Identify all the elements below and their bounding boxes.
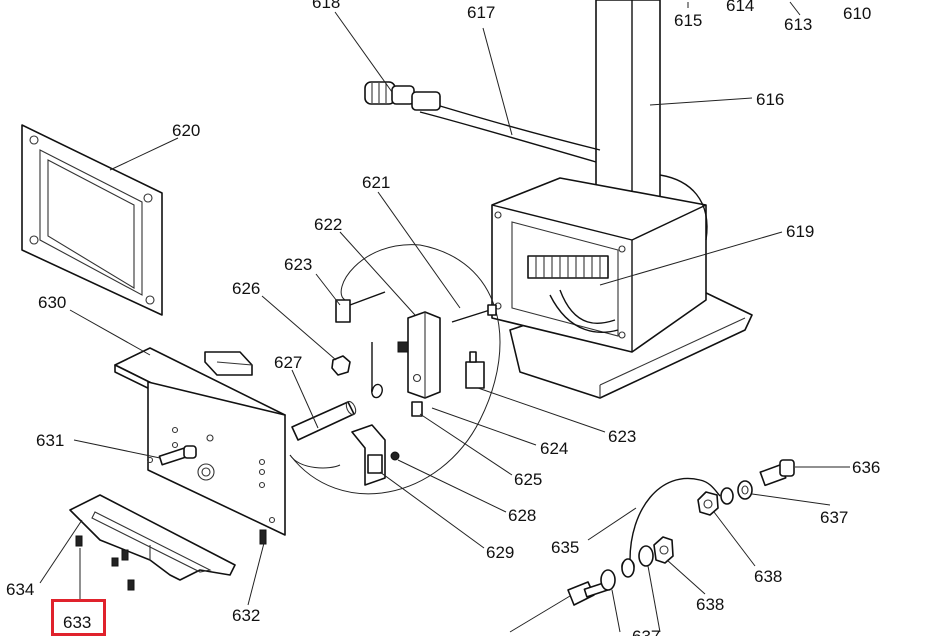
label-621: 621: [362, 173, 390, 192]
leader-lines: [39, 1, 850, 633]
base-enclosure-619: [491, 177, 753, 399]
label-625: 625: [514, 470, 542, 489]
label-629: 629: [486, 543, 514, 562]
connector-618: [364, 81, 441, 111]
handle-634: [69, 494, 236, 581]
label-615: 615: [674, 11, 702, 30]
screw-632: [259, 529, 267, 545]
screws-633: [75, 535, 135, 591]
label-618: 618: [312, 0, 340, 12]
label-626: 626: [232, 279, 260, 298]
label-632: 632: [232, 606, 260, 625]
part-labels: 618 617 615 614 613 610 616 619 620 621 …: [6, 0, 880, 636]
label-628: 628: [508, 506, 536, 525]
label-633: 633: [63, 613, 91, 632]
label-617: 617: [467, 3, 495, 22]
label-623-left: 623: [284, 255, 312, 274]
label-623-right: 623: [608, 427, 636, 446]
label-631: 631: [36, 431, 64, 450]
switch-assembly: [289, 244, 501, 495]
bracket-plate-630: [114, 347, 286, 536]
label-637: 637: [820, 508, 848, 527]
label-620: 620: [172, 121, 200, 140]
label-634: 634: [6, 580, 34, 599]
label-622: 622: [314, 215, 342, 234]
label-619: 619: [786, 222, 814, 241]
label-610: 610: [843, 4, 871, 23]
label-614: 614: [726, 0, 754, 15]
label-635: 635: [551, 538, 579, 557]
hardware-636-638: [567, 459, 795, 606]
label-627: 627: [274, 353, 302, 372]
label-638-lower: 638: [696, 595, 724, 614]
label-624: 624: [540, 439, 568, 458]
screw-631: [158, 445, 197, 466]
label-637-lower: 637: [632, 627, 660, 636]
highlight-box-633: [51, 599, 106, 636]
label-630: 630: [38, 293, 66, 312]
label-613: 613: [784, 15, 812, 34]
gasket-plate-620: [21, 124, 163, 316]
small-bracket: [204, 351, 253, 376]
label-616: 616: [756, 90, 784, 109]
label-636: 636: [852, 458, 880, 477]
terminal-block: [527, 255, 619, 333]
label-638-upper: 638: [754, 567, 782, 586]
column-616: [595, 0, 661, 216]
